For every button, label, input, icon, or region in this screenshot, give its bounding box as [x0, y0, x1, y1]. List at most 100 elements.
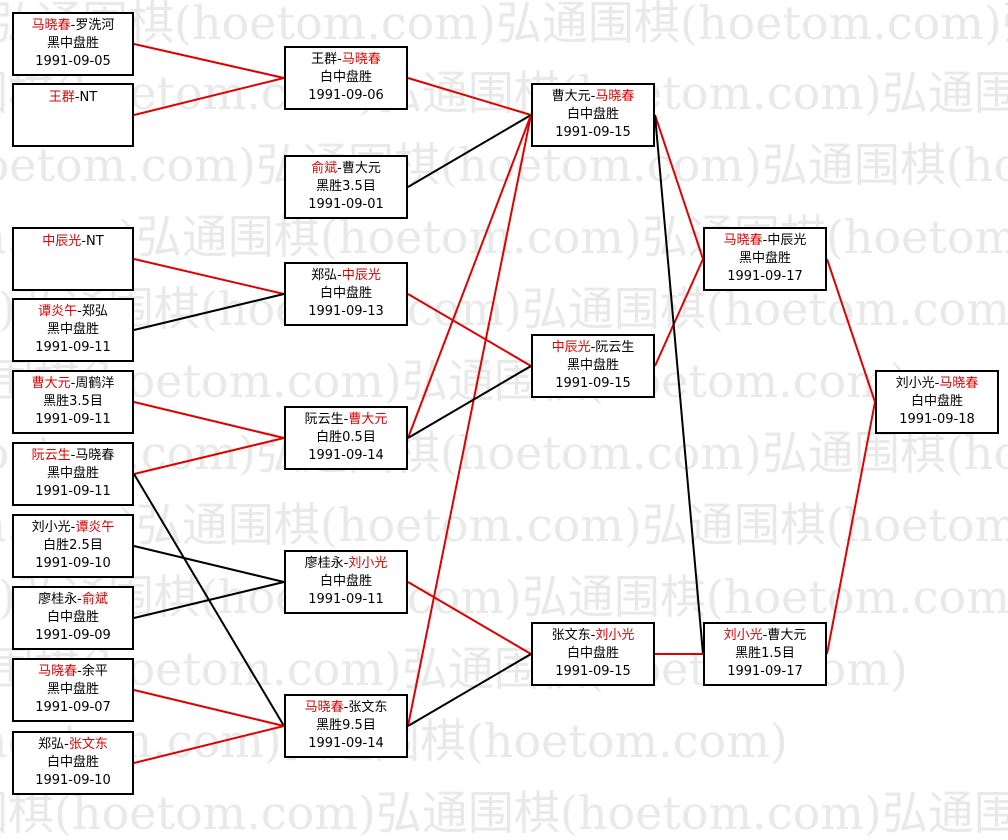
- player-white: NT: [79, 90, 98, 105]
- players-separator: -: [70, 520, 76, 535]
- player-black: 廖桂永: [38, 592, 78, 607]
- player-black: 刘小光: [31, 520, 71, 535]
- advance-line: [133, 725, 285, 764]
- advance-line: [133, 77, 285, 116]
- match-result: 白中盘胜: [566, 646, 619, 661]
- player-white: 中辰光: [341, 268, 381, 283]
- match-result: 白胜2.5目: [43, 538, 103, 553]
- players-separator: -: [590, 340, 596, 355]
- player-white: 罗洗河: [75, 18, 115, 33]
- match-result: 黑中盘胜: [566, 358, 619, 373]
- advance-line: [407, 114, 532, 439]
- match-players: 中辰光-NT: [42, 233, 103, 251]
- advance-line: [407, 293, 532, 367]
- advance-line: [407, 77, 532, 116]
- match-players: 郑弘-张文东: [38, 736, 108, 754]
- match-box: 王群-NT: [12, 83, 134, 147]
- advance-line: [654, 114, 704, 260]
- player-black: 阮云生: [304, 412, 344, 427]
- player-black: 曹大元: [31, 376, 71, 391]
- advance-line: [407, 581, 532, 655]
- eliminated-line: [133, 545, 285, 583]
- eliminated-line: [133, 293, 285, 331]
- match-date: 1991-09-15: [555, 664, 631, 679]
- bracket-lines: [133, 43, 876, 764]
- match-players: 刘小光-谭炎午: [32, 519, 115, 537]
- player-black: 曹大元: [551, 89, 591, 104]
- advance-line: [133, 437, 285, 475]
- match-date: 1991-09-14: [308, 736, 384, 751]
- player-black: 谭炎午: [38, 304, 78, 319]
- match-date: 1991-09-17: [727, 269, 803, 284]
- players-separator: -: [337, 52, 342, 67]
- advance-line: [133, 689, 285, 727]
- players-separator: -: [337, 268, 342, 283]
- advance-line: [826, 258, 876, 403]
- player-white: 谭炎午: [75, 520, 115, 535]
- players-separator: -: [762, 233, 768, 248]
- advance-line: [133, 401, 285, 439]
- match-result: 黑胜3.5目: [316, 179, 376, 194]
- match-players: 郑弘-中辰光: [311, 267, 381, 285]
- player-white: 中辰光: [767, 233, 807, 248]
- match-players: 俞斌-曹大元: [311, 160, 381, 178]
- match-players: 王群-马晓春: [311, 51, 381, 69]
- players-separator: -: [77, 664, 82, 679]
- match-players: 刘小光-马晓春: [896, 375, 979, 393]
- match-date: 1991-09-15: [555, 125, 631, 140]
- match-players: 廖桂永-俞斌: [38, 591, 108, 609]
- eliminated-line: [407, 653, 532, 727]
- advance-line: [826, 401, 876, 655]
- player-white: 郑弘: [81, 304, 108, 319]
- player-black: 中辰光: [551, 340, 591, 355]
- match-result: 黑中盘胜: [46, 466, 99, 481]
- players-separator: -: [74, 90, 80, 105]
- players-separator: -: [70, 448, 76, 463]
- match-result: 黑中盘胜: [46, 322, 99, 337]
- players-separator: -: [343, 556, 349, 571]
- player-white: 马晓春: [595, 89, 635, 104]
- match-date: 1991-09-09: [35, 628, 111, 643]
- player-white: 张文东: [348, 700, 388, 715]
- match-result: 黑胜1.5目: [735, 646, 795, 661]
- match-players: 王群-NT: [49, 89, 97, 107]
- match-players: 马晓春-余平: [38, 663, 108, 681]
- match-date: 1991-09-11: [35, 340, 111, 355]
- match-date: 1991-09-11: [35, 412, 111, 427]
- player-white: 周鹤洋: [75, 376, 115, 391]
- players-separator: -: [64, 737, 69, 752]
- match-result: 白中盘胜: [319, 70, 372, 85]
- player-white: 曹大元: [348, 412, 388, 427]
- player-black: 中辰光: [42, 234, 82, 249]
- match-players: 刘小光-曹大元: [724, 627, 807, 645]
- match-date: 1991-09-05: [35, 54, 111, 69]
- players-separator: -: [343, 412, 349, 427]
- match-result: 白中盘胜: [46, 755, 99, 770]
- players-separator: -: [762, 628, 768, 643]
- player-white: 余平: [81, 664, 108, 679]
- match-result: 白中盘胜: [319, 286, 372, 301]
- match-result: 白中盘胜: [566, 107, 619, 122]
- match-result: 白中盘胜: [46, 610, 99, 625]
- match-players: 马晓春-中辰光: [724, 232, 807, 250]
- players-separator: -: [590, 89, 596, 104]
- match-date: 1991-09-11: [35, 484, 111, 499]
- players-separator: -: [77, 592, 82, 607]
- player-black: 马晓春: [304, 700, 344, 715]
- eliminated-line: [407, 114, 532, 188]
- match-date: 1991-09-07: [35, 700, 111, 715]
- match-date: 1991-09-18: [899, 412, 975, 427]
- match-players: 阮云生-马晓春: [32, 447, 115, 465]
- players-separator: -: [70, 18, 76, 33]
